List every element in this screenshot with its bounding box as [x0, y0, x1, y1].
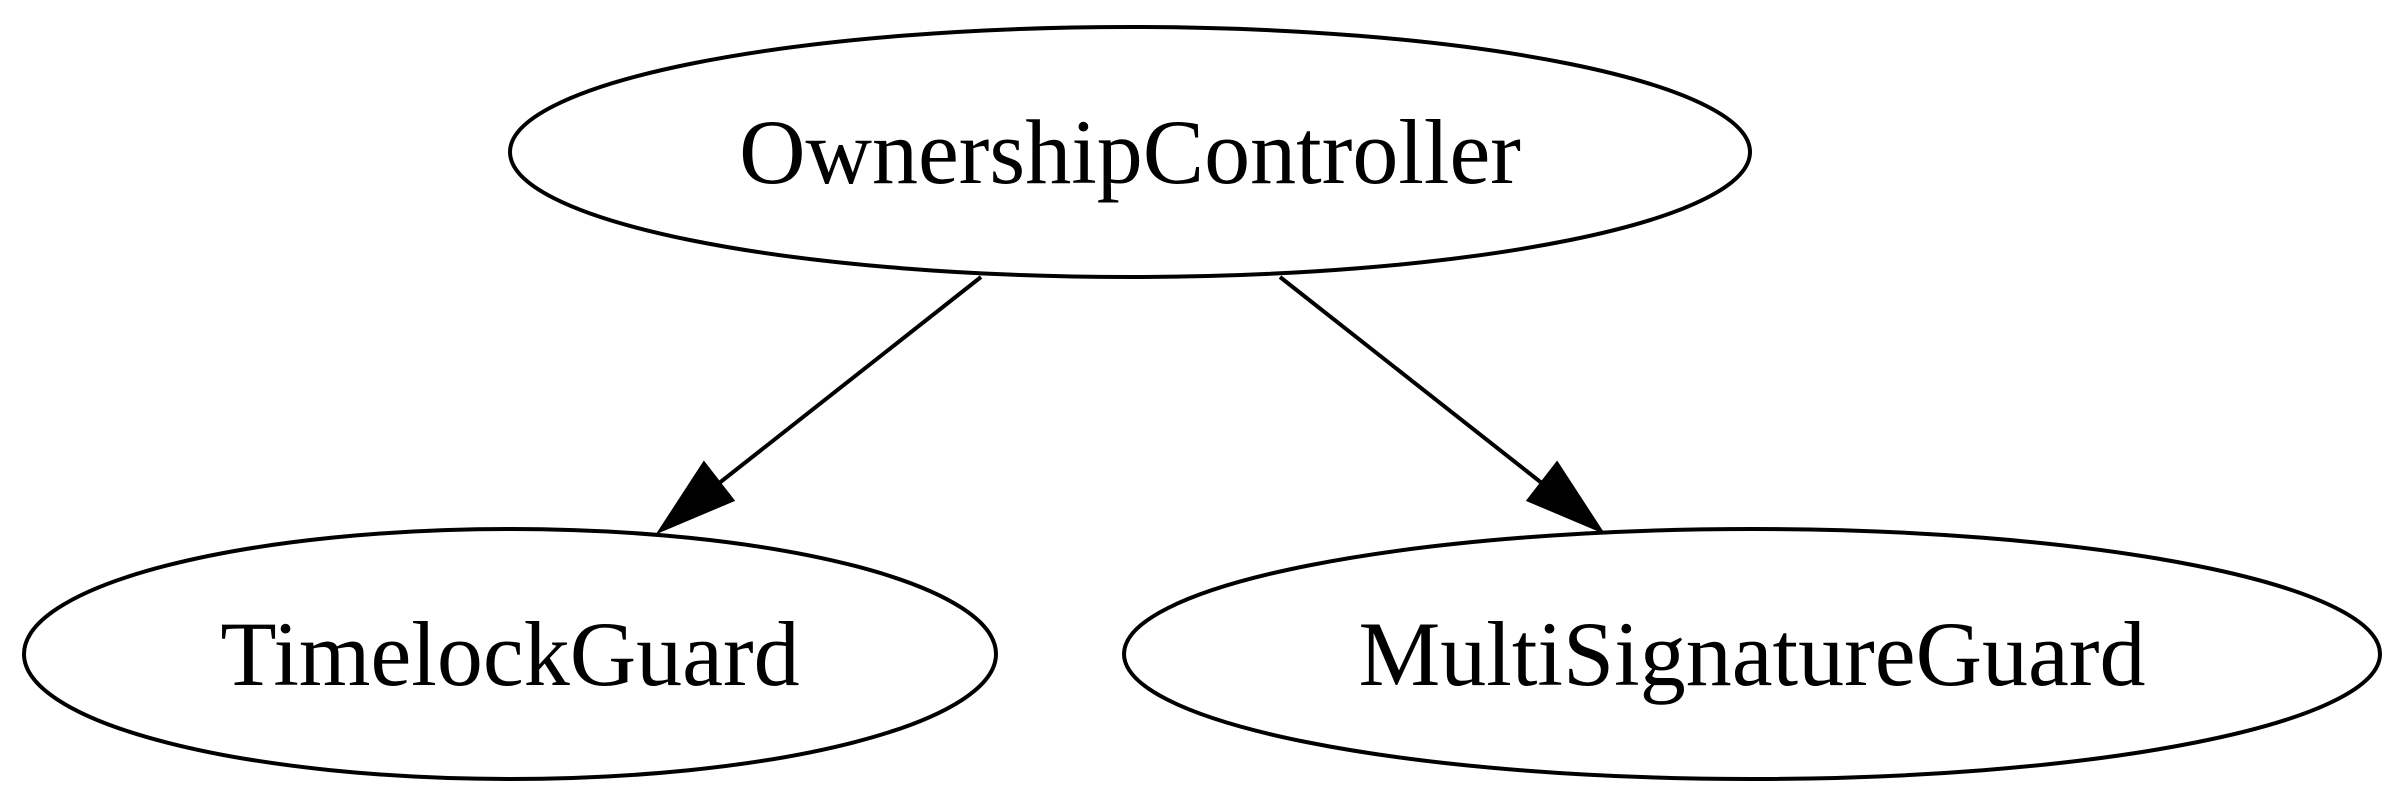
- node-multi-signature-guard-shape: [1122, 527, 2382, 781]
- arrowhead-multisig: [1525, 460, 1606, 535]
- node-ownership-controller-label: OwnershipController: [739, 101, 1521, 203]
- edge-line-ownership-to-timelock: [716, 275, 983, 486]
- node-multi-signature-guard-label: MultiSignatureGuard: [1359, 603, 2146, 705]
- node-timelock-guard-shape: [22, 527, 998, 781]
- edge-ownership-to-timelock: [655, 275, 983, 535]
- node-timelock-guard: TimelockGuard: [22, 527, 998, 781]
- node-multi-signature-guard: MultiSignatureGuard: [1122, 527, 2382, 781]
- node-timelock-guard-label: TimelockGuard: [220, 603, 799, 705]
- arrowhead-timelock: [655, 460, 736, 535]
- node-ownership-controller-shape: [508, 25, 1752, 279]
- node-ownership-controller: OwnershipController: [508, 25, 1752, 279]
- edge-ownership-to-multisig: [1278, 275, 1606, 535]
- edge-line-ownership-to-multisig: [1278, 275, 1545, 486]
